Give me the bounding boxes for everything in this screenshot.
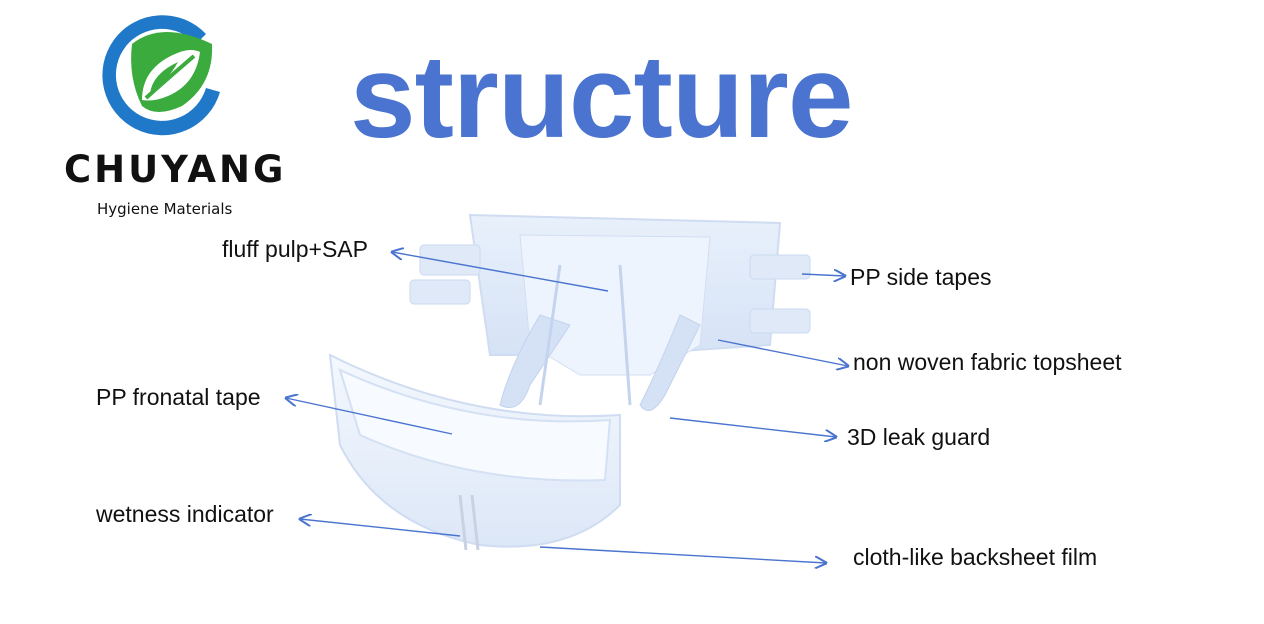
- callout-label-leak-guard: 3D leak guard: [847, 424, 991, 450]
- callout-label-fluff-pulp: fluff pulp+SAP: [222, 236, 368, 262]
- arrow-fluff: [392, 252, 609, 292]
- logo-leaf-icon: [102, 15, 220, 136]
- arrow-side-tapes: [801, 274, 845, 276]
- callout-label-topsheet: non woven fabric topsheet: [853, 349, 1122, 375]
- callout-label-side-tapes: PP side tapes: [850, 264, 992, 290]
- arrow-backsheet: [539, 546, 826, 563]
- callout-label-frontal-tape: PP fronatal tape: [96, 384, 261, 410]
- brand-tagline: Hygiene Materials: [97, 200, 233, 218]
- arrow-leak-guard: [669, 417, 836, 437]
- diaper-illustration: [328, 213, 811, 551]
- arrow-frontal: [286, 398, 453, 435]
- arrow-wetness: [300, 519, 461, 537]
- arrow-topsheet: [717, 339, 848, 366]
- brand-name: CHUYANG: [64, 148, 287, 191]
- callout-label-wetness-indicator: wetness indicator: [96, 501, 274, 527]
- page-title: structure: [350, 31, 853, 163]
- callout-label-backsheet: cloth-like backsheet film: [853, 544, 1098, 570]
